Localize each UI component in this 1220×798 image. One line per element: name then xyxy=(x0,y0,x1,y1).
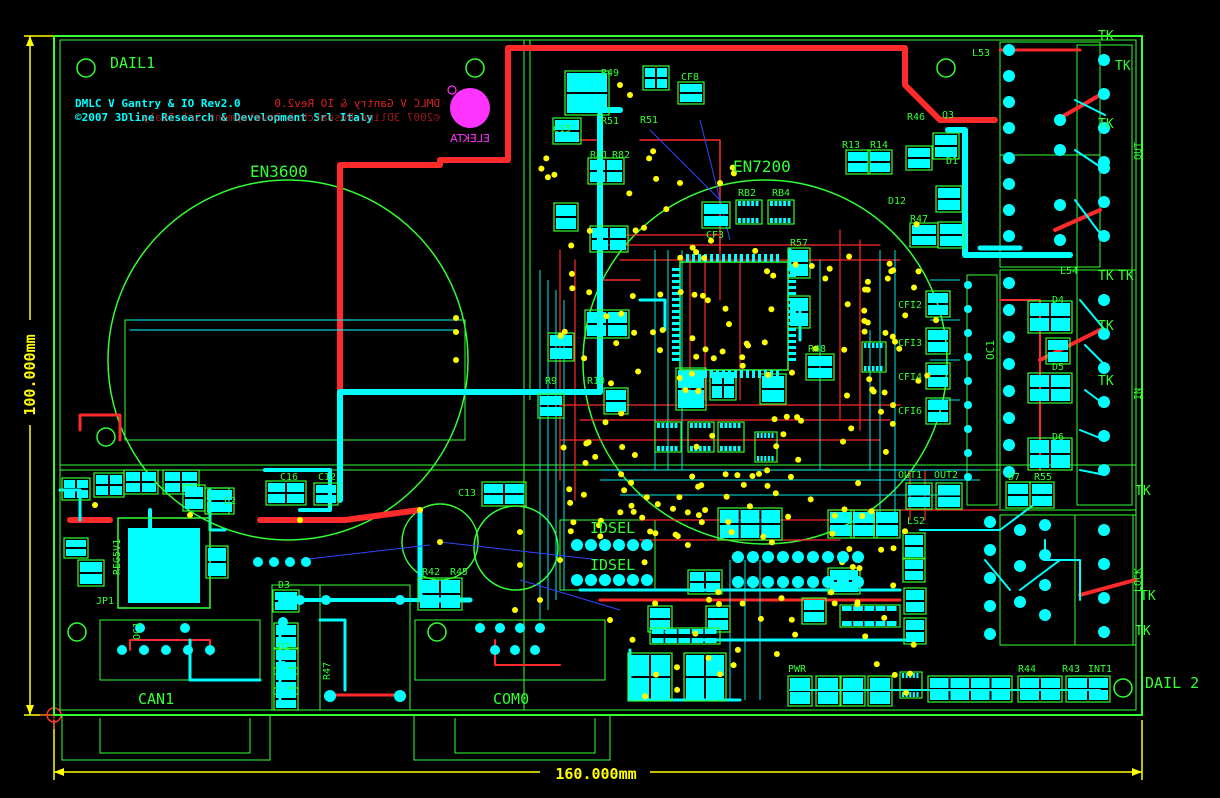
component-ref: RB2 xyxy=(738,188,756,199)
dimension-height: 100.000mm xyxy=(21,334,39,415)
component-ref: R45 xyxy=(450,567,468,578)
connector-tk-label: TK xyxy=(1135,484,1151,499)
component-ref: R55 xyxy=(1034,472,1052,483)
connector-tk-label: TK xyxy=(1098,117,1114,132)
board-title-line1: DMLC V Gantry & IO Rev2.0 xyxy=(75,97,241,110)
elekta-logo xyxy=(450,88,490,128)
component-ref: C13 xyxy=(458,488,476,499)
component-ref: D5 xyxy=(1052,362,1064,373)
component-ref: L2 xyxy=(224,496,236,507)
board-title-mirror2: ©2007 3Dline Research & Development Srl … xyxy=(142,111,440,124)
regulator-heatsink-pad xyxy=(128,528,200,603)
connector-tk-label: TK xyxy=(1135,624,1151,639)
component-ref: D4 xyxy=(1052,295,1064,306)
component-ref: CFI2 xyxy=(898,300,922,311)
connector-tk-label: TK xyxy=(1118,269,1134,284)
component-ref: R42 xyxy=(422,567,440,578)
dail1-label: DAIL1 xyxy=(110,54,155,72)
component-ref: R49 xyxy=(601,68,619,79)
connector-label-com: COM0 xyxy=(493,690,529,708)
component-ref: OUT1 xyxy=(898,470,922,481)
component-ref: OUT2 xyxy=(934,470,958,481)
component-ref: LS2 xyxy=(907,516,925,527)
component-ref: D3 xyxy=(278,580,290,591)
component-ref: R81 xyxy=(590,150,608,161)
dip-label-2: IDSEL xyxy=(590,556,635,574)
component-ref: INT1 xyxy=(1088,664,1112,675)
component-ref: R43 xyxy=(1062,664,1080,675)
connector-tk-label: TK xyxy=(1098,319,1114,334)
component-ref: CFI4 xyxy=(898,372,922,383)
mounting-holes xyxy=(67,58,1133,698)
component-ref: Q3 xyxy=(942,110,954,121)
component-ref: C15 xyxy=(553,124,571,135)
component-ref: C16 xyxy=(280,472,298,483)
motor-outline-en7200 xyxy=(582,179,948,545)
dip-label-1: IDSEL xyxy=(590,519,635,537)
motor-label-en7200: EN7200 xyxy=(733,157,791,176)
dimension-lines xyxy=(24,35,1143,780)
connector-label-can: CAN1 xyxy=(138,690,174,708)
motor-label-en3600: EN3600 xyxy=(250,162,308,181)
component-ref: OC1 xyxy=(984,340,997,360)
component-ref: C12 xyxy=(318,472,336,483)
smd-components xyxy=(61,65,1111,711)
component-ref: R44 xyxy=(1018,664,1036,675)
component-ref: L53 xyxy=(972,48,990,59)
component-ref: CF8 xyxy=(681,72,699,83)
component-ref: D1 xyxy=(946,156,958,167)
component-ref: RB4 xyxy=(772,188,790,199)
board-title-mirror1: DMLC V Gantry & IO Rev2.0 xyxy=(274,97,440,110)
component-ref: OC1 xyxy=(132,622,143,640)
component-ref: D6 xyxy=(1052,432,1064,443)
component-ref: R51 xyxy=(640,115,658,126)
vias xyxy=(92,82,939,700)
component-ref: L54 xyxy=(1060,266,1078,277)
connector-tk-label: TK xyxy=(1115,59,1131,74)
connector-tk-label: TK xyxy=(1098,374,1114,389)
connector-tk-label: TK xyxy=(1098,269,1114,284)
component-ref: REG5V1 xyxy=(112,539,123,575)
component-ref: R82 xyxy=(612,150,630,161)
component-ref: R57 xyxy=(790,238,808,249)
component-ref: R46 xyxy=(907,112,925,123)
board-title-line2: ©2007 3Dline Research & Development Srl … xyxy=(75,111,373,124)
connector-tk-label: TK xyxy=(1140,589,1156,604)
connector-label-out: OUT xyxy=(1133,142,1144,160)
component-ref: D2 xyxy=(278,642,290,653)
component-ref: R51 xyxy=(601,116,619,127)
component-ref: D12 xyxy=(888,196,906,207)
component-ref: R9 xyxy=(545,376,557,387)
component-ref: R10 xyxy=(587,376,605,387)
dail2-label: DAIL 2 xyxy=(1145,674,1199,692)
component-ref: CFI6 xyxy=(898,406,922,417)
connector-tk-label: TK xyxy=(1098,29,1114,44)
component-ref: R47 xyxy=(322,662,333,680)
connector-label-lock: LOCK xyxy=(1133,568,1144,592)
component-ref: CFI3 xyxy=(898,338,922,349)
component-ref: PWR xyxy=(788,664,807,675)
component-ref: R48 xyxy=(808,344,826,355)
component-ref: CF3 xyxy=(706,230,724,241)
component-ref: R14 xyxy=(870,140,888,151)
through-hole-pads xyxy=(117,44,1110,702)
connector-label-in: IN xyxy=(1133,388,1144,400)
component-ref: D7 xyxy=(1008,472,1020,483)
component-ref: JP1 xyxy=(96,596,114,607)
dimension-width: 160.000mm xyxy=(555,765,636,783)
component-ref: R13 xyxy=(842,140,860,151)
logo-text: ELEKTA xyxy=(450,132,490,145)
motor-outline-en3600 xyxy=(107,179,469,541)
component-ref: R47 xyxy=(910,214,928,225)
